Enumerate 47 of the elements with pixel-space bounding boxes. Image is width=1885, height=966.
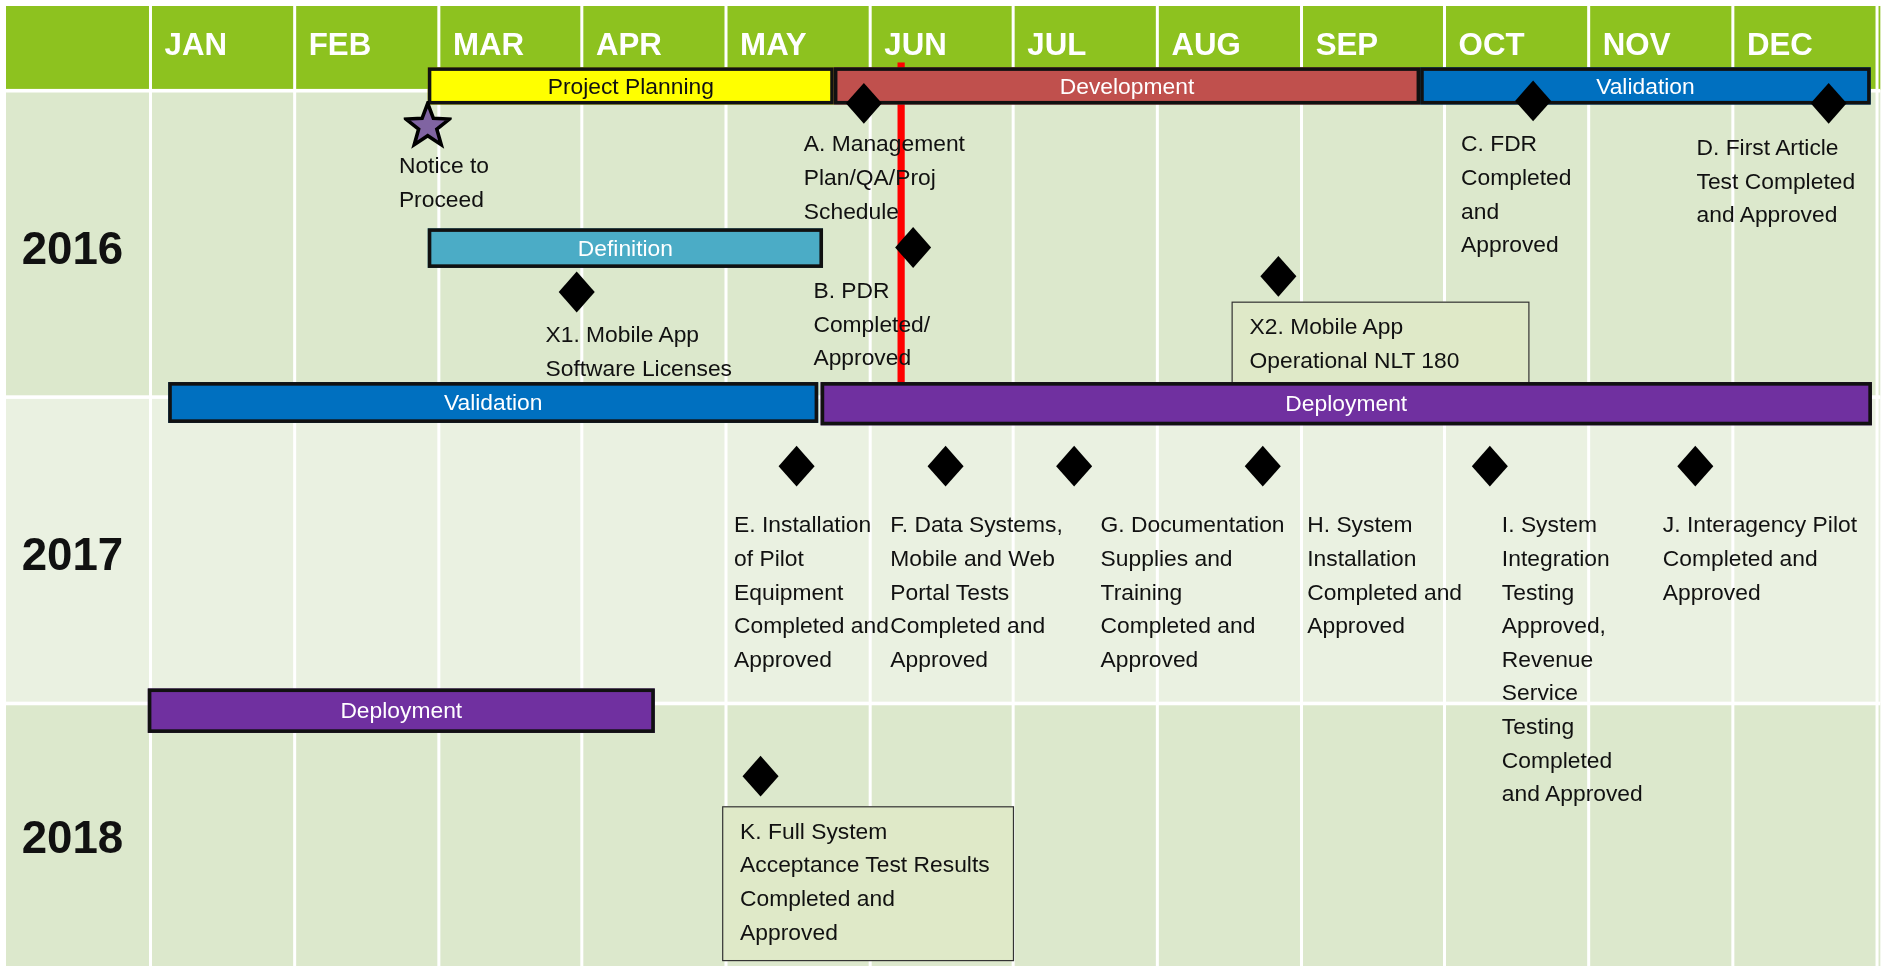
milestone-diamond bbox=[557, 270, 596, 314]
month-label: AUG bbox=[1171, 26, 1241, 64]
year-label: 2018 bbox=[21, 812, 124, 864]
month-label: DEC bbox=[1746, 26, 1813, 64]
milestone-label: G. Documentation Supplies and Training Completed and Approved bbox=[1100, 510, 1286, 674]
note-box: K. Full System Acceptance Test Results Completed and Approved bbox=[722, 806, 1015, 962]
month-label: MAY bbox=[740, 26, 807, 64]
month-label: JUL bbox=[1027, 26, 1087, 64]
milestone-diamond bbox=[1054, 444, 1094, 488]
milestone-label: D. First Article Test Completed and Approved bbox=[1696, 133, 1857, 230]
milestone-label: F. Data Systems, Mobile and Web Portal Tests Completed and Approved bbox=[890, 510, 1064, 674]
phase-bar: Validation bbox=[1420, 67, 1871, 105]
milestone-label: C. FDR Completed and Approved bbox=[1461, 129, 1573, 260]
milestone-diamond bbox=[1470, 444, 1510, 488]
month-label: APR bbox=[595, 26, 662, 64]
month-label: JUN bbox=[884, 26, 947, 64]
month-label: OCT bbox=[1458, 26, 1525, 64]
month-label: SEP bbox=[1315, 26, 1379, 64]
phase-bar: Validation bbox=[168, 382, 819, 423]
milestone-diamond bbox=[893, 225, 933, 270]
year-label: 2016 bbox=[21, 223, 124, 276]
year-label: 2017 bbox=[21, 528, 124, 581]
milestone-label: X1. Mobile App Software Licenses bbox=[545, 321, 733, 383]
phase-bar: Deployment bbox=[147, 688, 655, 733]
month-label: JAN bbox=[164, 26, 228, 64]
phase-bar: Project Planning bbox=[427, 67, 834, 105]
milestone-diamond bbox=[1676, 444, 1715, 488]
milestone-label: I. System Integration Testing Approved, Revenue Service Testing Completed and Approved bbox=[1501, 510, 1644, 809]
month-label: FEB bbox=[308, 26, 372, 64]
phase-bar: Definition bbox=[427, 228, 823, 268]
month-label: NOV bbox=[1602, 26, 1671, 64]
milestone-label: J. Interagency Pilot Completed and Approved bbox=[1662, 510, 1858, 607]
milestone-diamond bbox=[1809, 81, 1848, 125]
milestone-diamond bbox=[1513, 79, 1553, 123]
milestone-label: Notice to Proceed bbox=[398, 151, 490, 214]
star-marker bbox=[403, 100, 452, 149]
milestone-label: H. System Installation Completed and Approved bbox=[1307, 510, 1464, 640]
month-label: MAR bbox=[452, 26, 525, 64]
milestone-diamond bbox=[926, 444, 965, 488]
phase-bar: Deployment bbox=[820, 382, 1872, 426]
milestone-diamond bbox=[844, 81, 884, 125]
milestone-diamond bbox=[777, 444, 816, 488]
phase-bar: Development bbox=[833, 67, 1421, 105]
milestone-label: E. Installation of Pilot Equipment Completed and Approved bbox=[734, 510, 890, 674]
milestone-diamond bbox=[1243, 444, 1282, 488]
milestone-diamond bbox=[1259, 254, 1298, 298]
milestone-diamond bbox=[741, 754, 780, 798]
